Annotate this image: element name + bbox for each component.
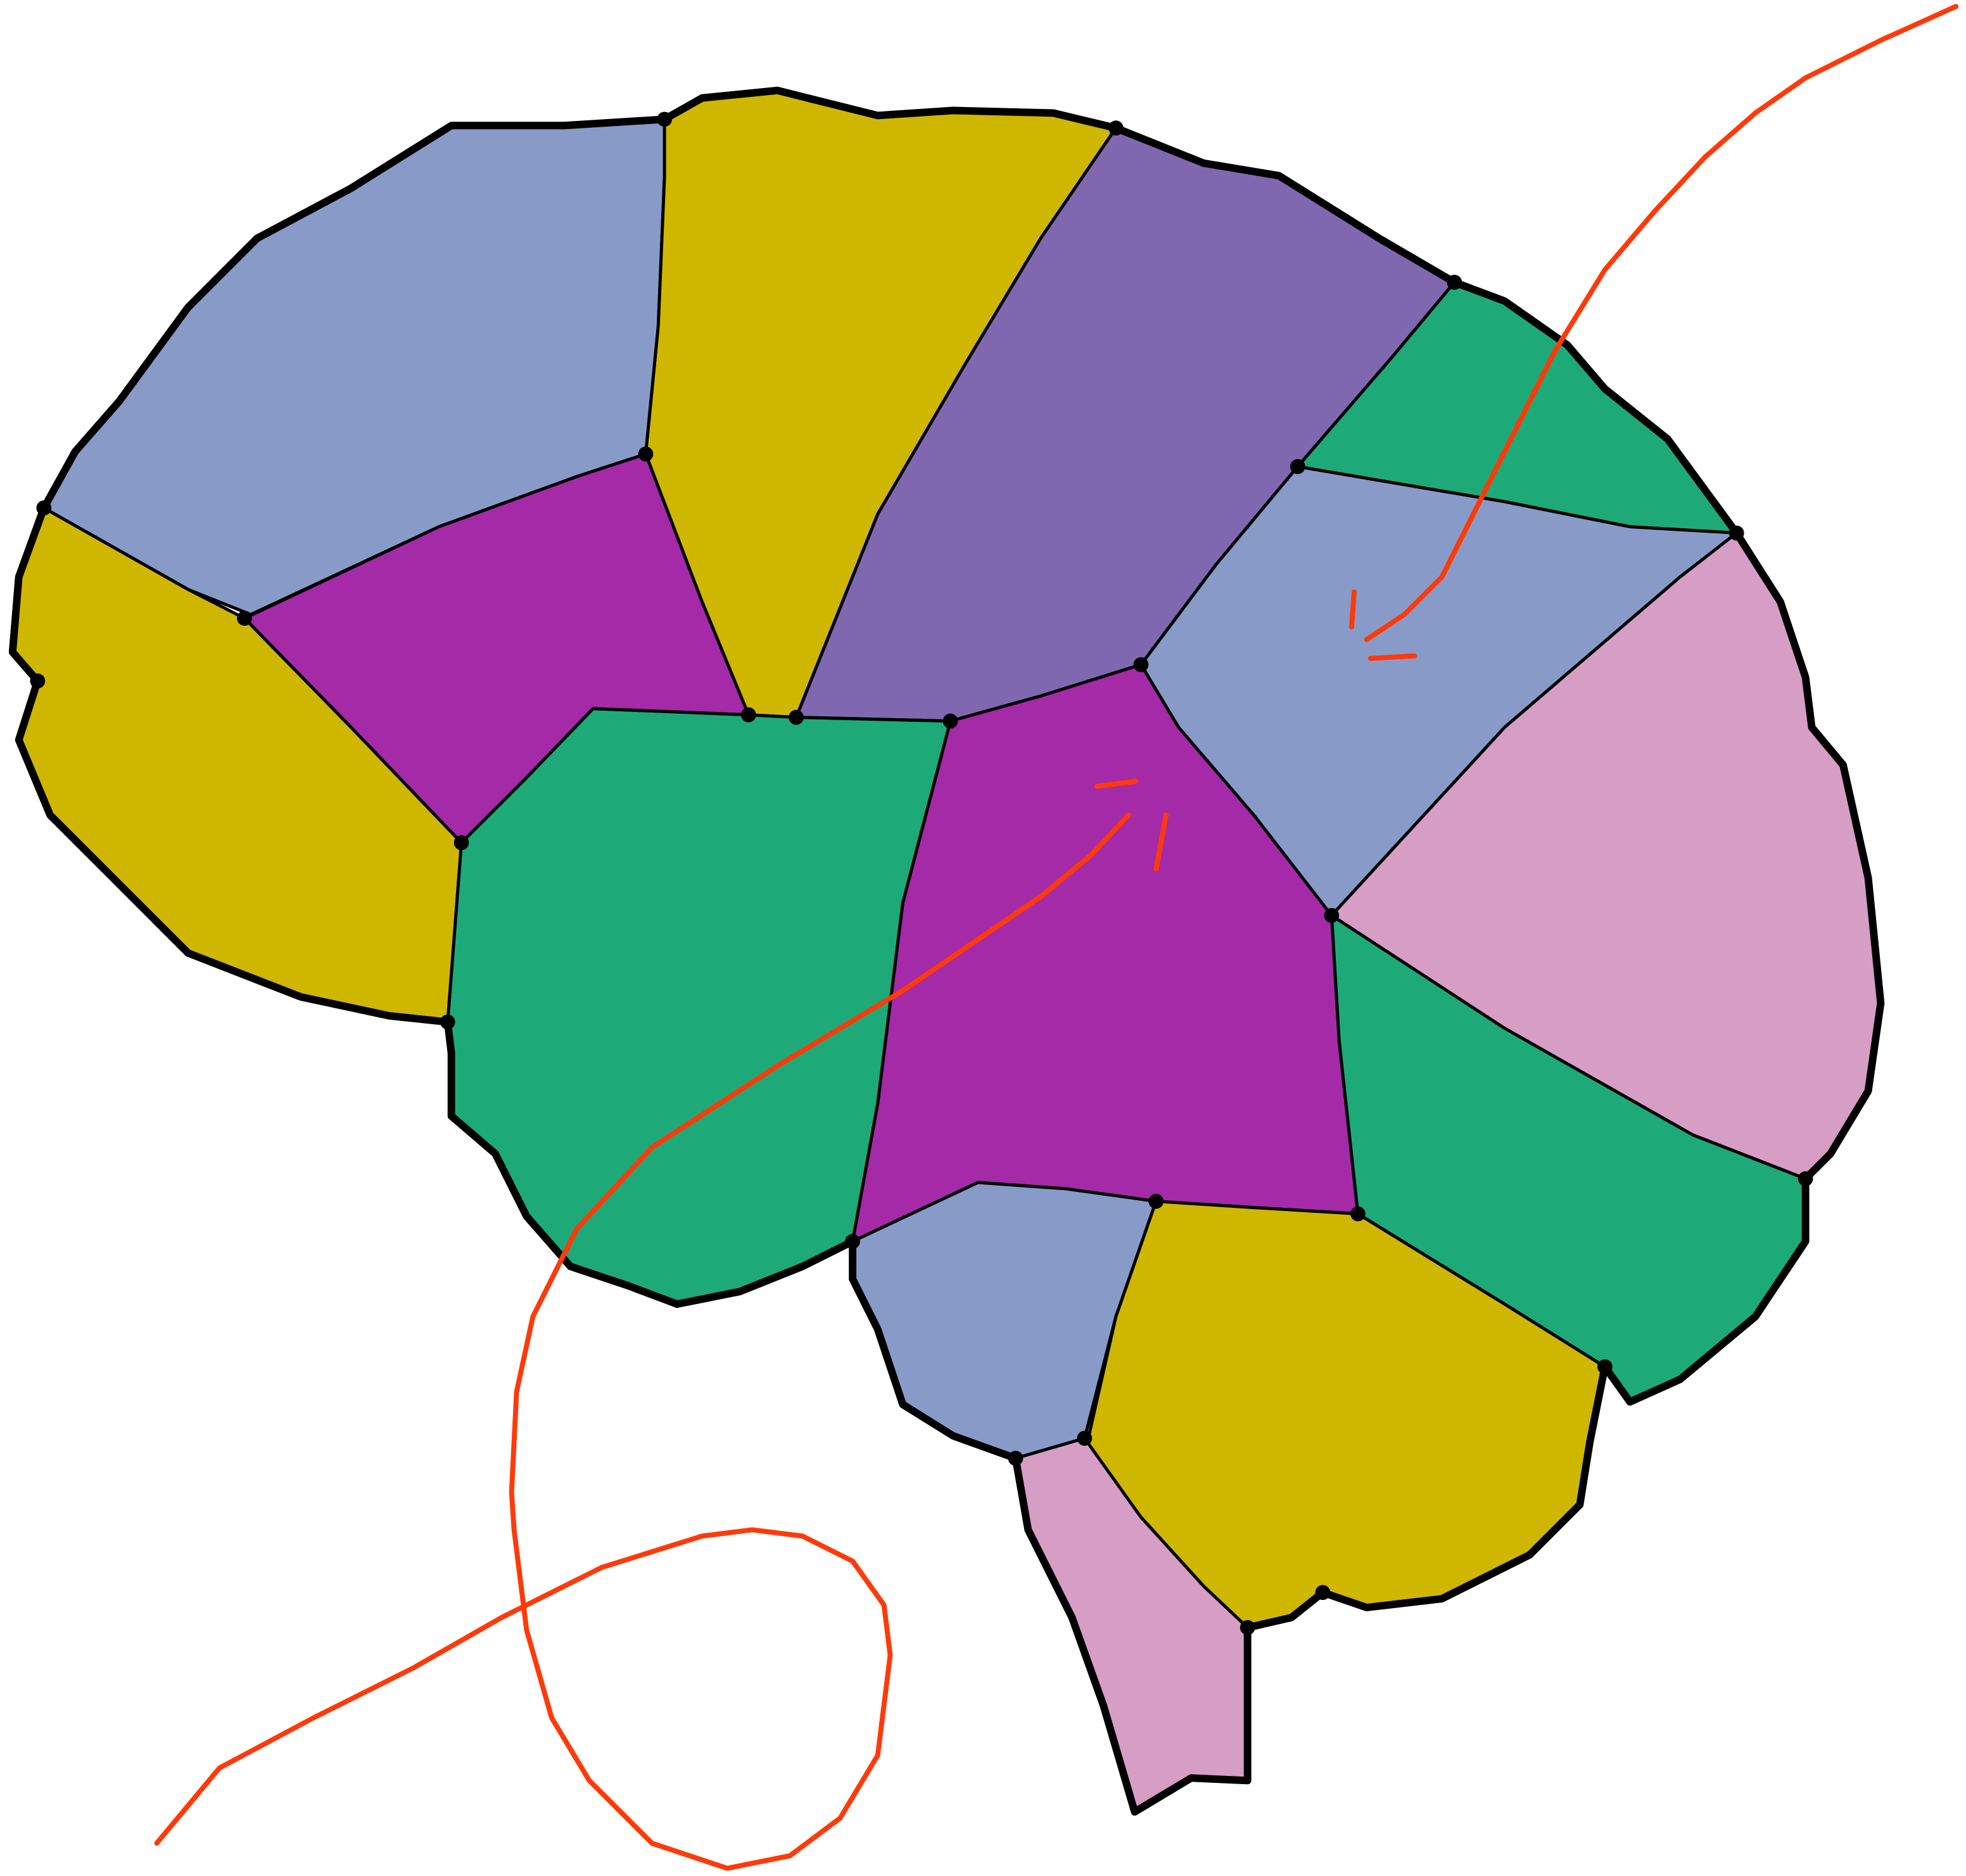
junction-dot bbox=[1798, 1171, 1813, 1186]
annotation-tick bbox=[1094, 778, 1139, 789]
junction-dot bbox=[942, 713, 958, 729]
junction-dot bbox=[237, 611, 252, 626]
junction-dot bbox=[36, 500, 52, 516]
junction-dot bbox=[1077, 1430, 1093, 1446]
region-junctions bbox=[30, 111, 1813, 1635]
annotation-strokes bbox=[154, 4, 1959, 1871]
junction-dot bbox=[789, 709, 804, 725]
junction-dot bbox=[657, 111, 673, 127]
junction-dot bbox=[1240, 1619, 1255, 1635]
annotation-line-upper bbox=[1364, 4, 1959, 642]
junction-dot bbox=[740, 707, 756, 723]
junction-dot bbox=[1728, 525, 1744, 541]
annotation-line-lower bbox=[154, 813, 1131, 1871]
junction-dot bbox=[440, 1014, 455, 1030]
junction-dot bbox=[1290, 459, 1305, 474]
junction-dot bbox=[845, 1234, 860, 1249]
junction-dot bbox=[1350, 1206, 1366, 1222]
junction-dot bbox=[1133, 657, 1149, 673]
brain-regions bbox=[11, 89, 1882, 1814]
junction-dot bbox=[1315, 1585, 1331, 1600]
junction-dot bbox=[638, 447, 654, 462]
junction-dot bbox=[1597, 1359, 1613, 1374]
junction-dot bbox=[1108, 120, 1124, 136]
annotation-tick bbox=[1153, 813, 1169, 872]
junction-dot bbox=[1447, 274, 1462, 290]
brain-outline bbox=[8, 86, 1885, 1816]
junction-dot bbox=[1008, 1450, 1024, 1466]
junction-dot bbox=[453, 835, 469, 851]
annotation-tick bbox=[1349, 589, 1357, 630]
junction-dot bbox=[1324, 908, 1340, 923]
junction-dot bbox=[1148, 1193, 1164, 1209]
annotation-tick bbox=[1367, 653, 1417, 661]
junction-dot bbox=[30, 673, 46, 689]
